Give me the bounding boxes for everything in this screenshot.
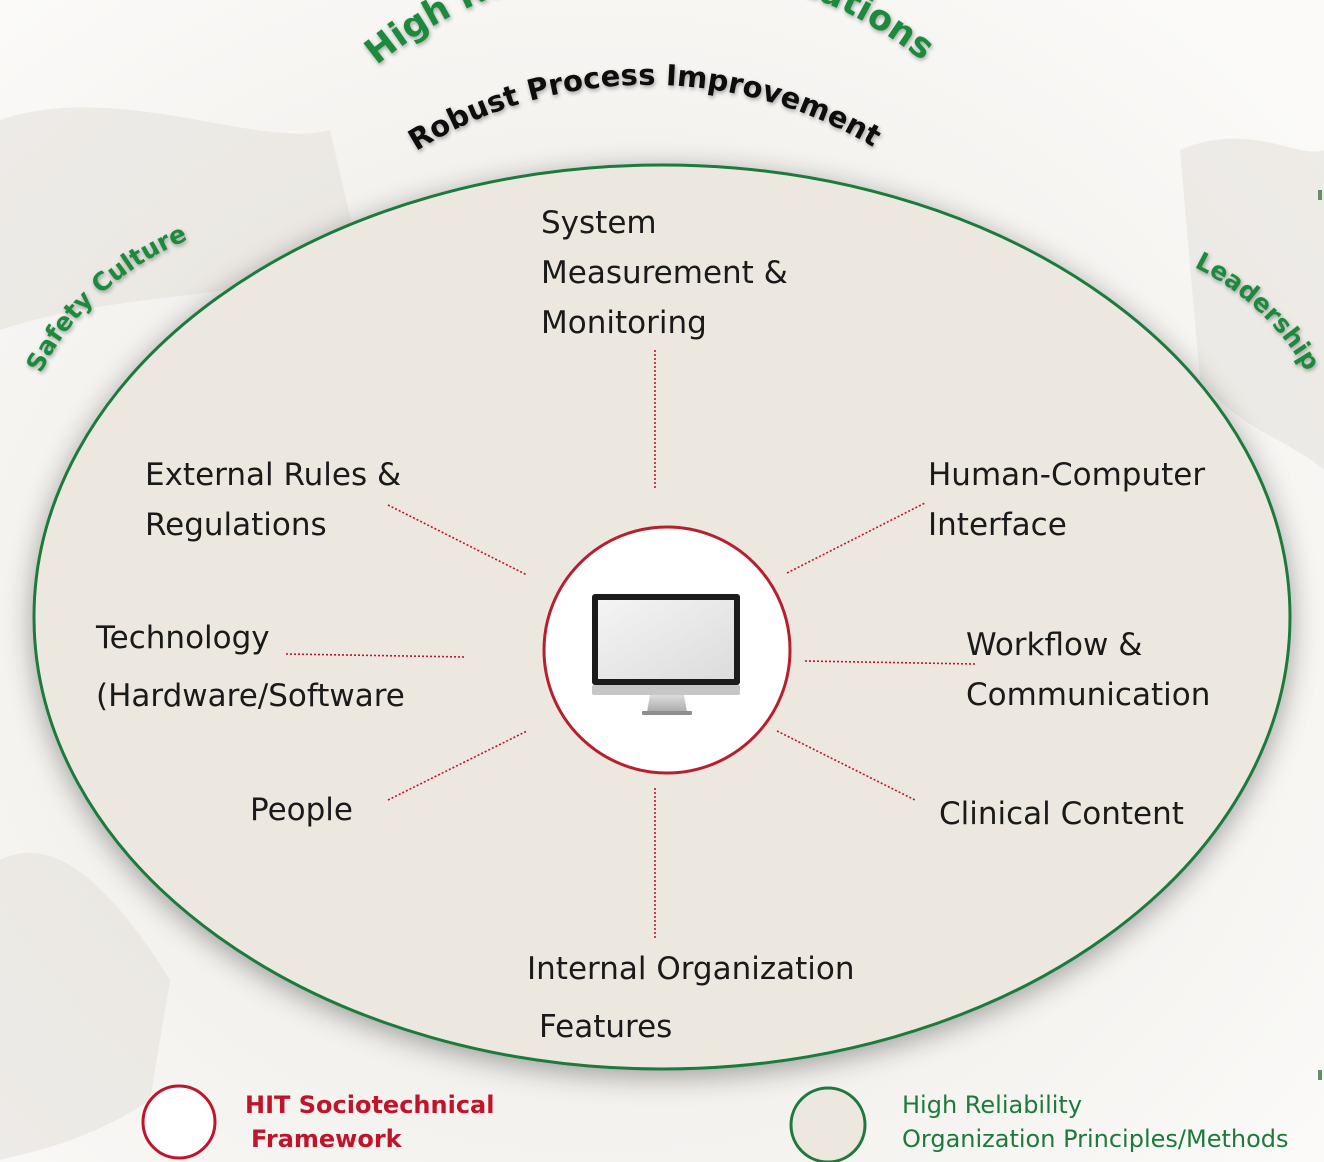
component-external-rules: External Rules & Regulations (145, 457, 402, 543)
component-internal-org: Internal Organization Features (527, 951, 855, 1045)
connector-people (387, 730, 528, 801)
legend-hit-label: HIT Sociotechnical Framework (245, 1091, 495, 1153)
legend-hro-swatch (789, 1086, 867, 1162)
connector-lines (285, 350, 976, 938)
connector-external-rules (387, 504, 528, 576)
component-hci: Human-Computer Interface (928, 457, 1206, 543)
legend-hit-swatch (141, 1084, 217, 1160)
component-clinical-content: Clinical Content (939, 796, 1184, 832)
connector-workflow (804, 660, 976, 665)
component-technology: Technology (Hardware/Software (96, 620, 405, 714)
component-people: People (250, 792, 353, 828)
connector-clinical-content (776, 730, 916, 801)
component-system-measurement: System Measurement & Monitoring (541, 205, 788, 341)
computer-monitor-icon (592, 594, 740, 715)
connector-hci (786, 502, 926, 574)
edge-marks (1318, 190, 1322, 1080)
component-workflow: Workflow & Communication (966, 627, 1211, 713)
legend-hro-label: High Reliability Organization Principles… (902, 1091, 1289, 1153)
